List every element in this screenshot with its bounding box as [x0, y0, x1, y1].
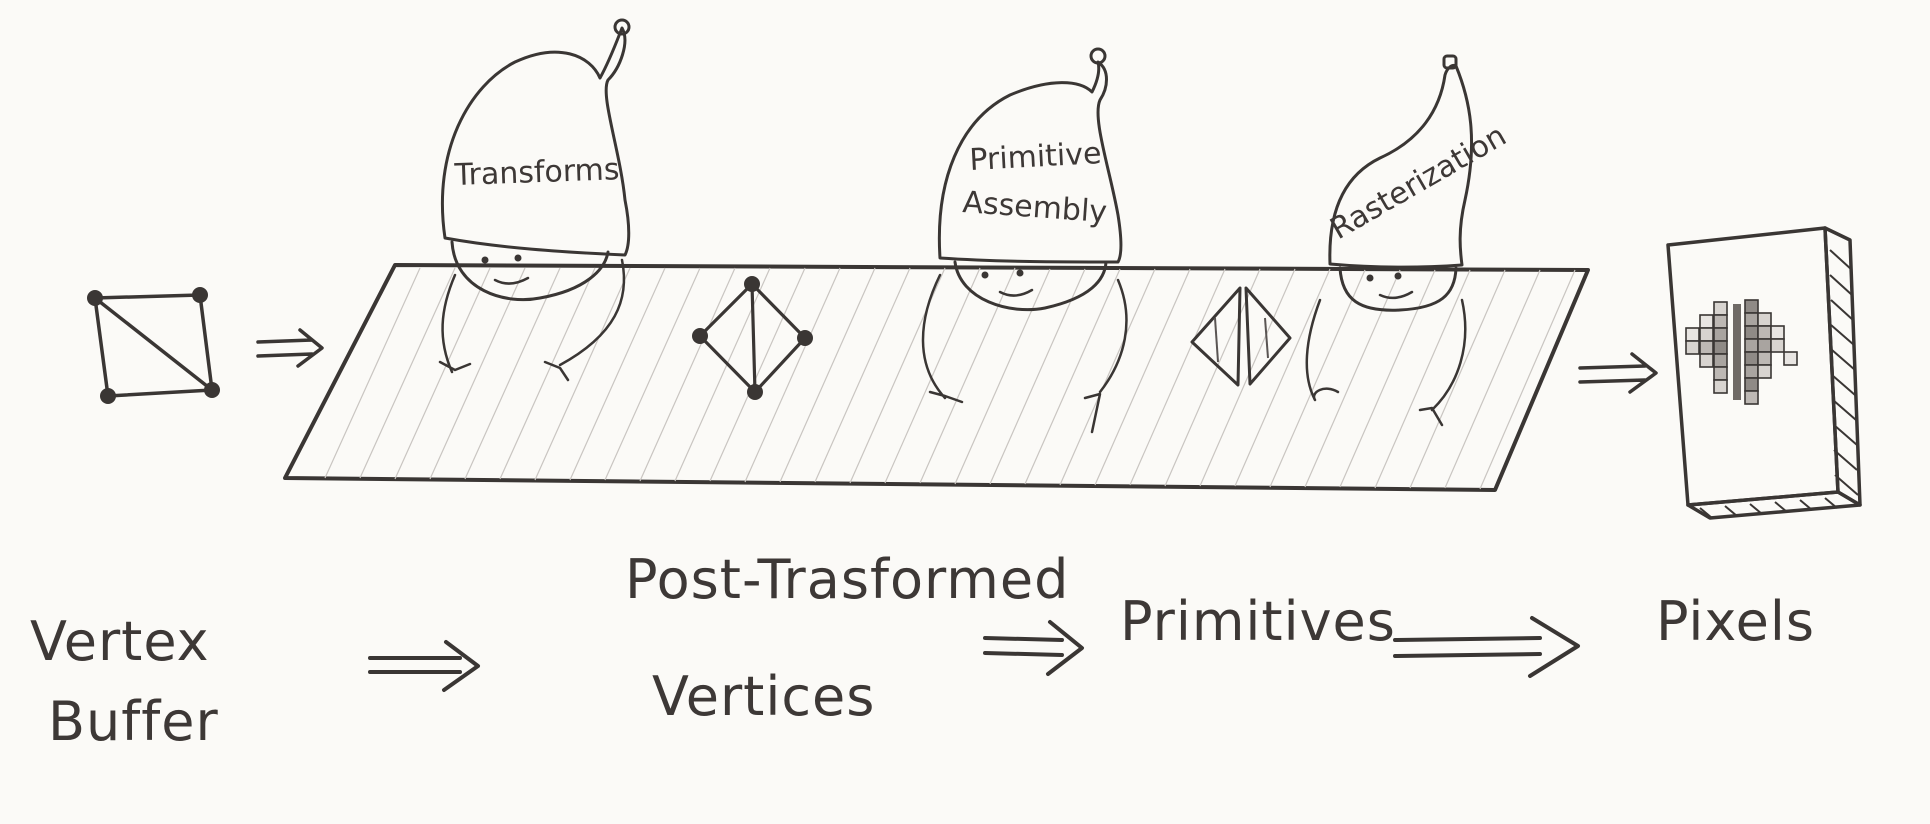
stage-label-vertices: Vertices — [652, 665, 875, 728]
stage-label-primitives: Primitives — [1120, 590, 1396, 653]
hat-primitive-assembly — [937, 60, 1123, 264]
stage-label-vertex: Vertex — [30, 610, 210, 673]
primitives-shape — [1190, 286, 1292, 387]
vertex-buffer-quad — [87, 287, 220, 404]
hat-transforms — [440, 26, 631, 257]
arrow-icon — [983, 620, 1084, 676]
worker-transforms: Transforms — [438, 18, 631, 382]
arrow-icon — [1578, 352, 1658, 394]
pixel-blocks — [1685, 299, 1798, 405]
arrow-icon — [1393, 616, 1580, 678]
stage-label-pixels: Pixels — [1656, 590, 1815, 653]
post-transformed-vertices-shape — [692, 276, 813, 400]
hat-label-transforms: Transforms — [453, 152, 620, 193]
worker-primitive-assembly: Primitive Assembly — [921, 47, 1128, 434]
arrow-icon — [256, 328, 324, 368]
hat-label-assembly: Assembly — [961, 185, 1108, 230]
worker-rasterization: Rasterization — [1305, 54, 1513, 427]
conveyor-belt — [283, 263, 1590, 492]
hat-label-rasterization: Rasterization — [1325, 118, 1513, 247]
stage-label-post-transformed: Post-Trasformed — [625, 548, 1069, 611]
belt-hatching — [324, 267, 1576, 490]
pixel-screen — [1666, 226, 1862, 520]
arrow-icon — [368, 640, 480, 692]
stage-label-buffer: Buffer — [48, 690, 219, 753]
hat-label-primitive: Primitive — [969, 136, 1103, 178]
